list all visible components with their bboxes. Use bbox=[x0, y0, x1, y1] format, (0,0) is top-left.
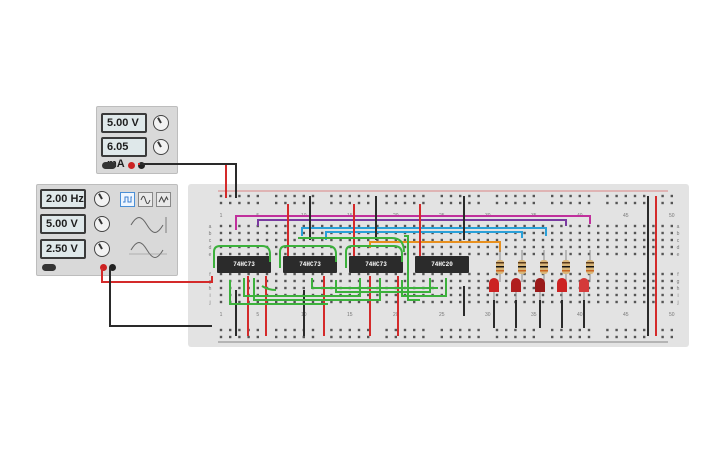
amplitude-knob[interactable] bbox=[94, 216, 110, 232]
leds bbox=[489, 278, 589, 300]
generator-positive-terminal[interactable] bbox=[100, 264, 107, 271]
generator-red-wire bbox=[101, 268, 213, 283]
row-letter-label: j bbox=[208, 300, 210, 306]
triangle-wave-button[interactable] bbox=[156, 192, 171, 207]
frequency-display: 2.00 Hz bbox=[40, 189, 86, 209]
column-number-label: 35 bbox=[531, 312, 537, 318]
row-letter-label: i bbox=[209, 293, 210, 299]
row-letter-label: f bbox=[677, 272, 679, 278]
generator-negative-terminal[interactable] bbox=[109, 264, 116, 271]
chip-74hc73-3[interactable]: 74HC73 bbox=[349, 256, 403, 273]
amplitude-display: 5.00 V bbox=[40, 214, 86, 234]
blue-wire bbox=[301, 227, 547, 236]
row-letter-label: b bbox=[209, 231, 212, 237]
led-4 bbox=[557, 278, 567, 300]
row-letter-label: e bbox=[209, 252, 212, 258]
column-number-label: 5 bbox=[256, 312, 259, 318]
column-number-label: 1 bbox=[220, 213, 223, 219]
red-jumper-wires bbox=[247, 196, 657, 336]
generator-power-switch[interactable] bbox=[42, 264, 56, 271]
row-letter-label: g bbox=[677, 279, 680, 285]
column-number-label: 20 bbox=[393, 312, 399, 318]
offset-display: 2.50 V bbox=[40, 239, 86, 259]
row-letter-label: c bbox=[677, 238, 680, 244]
sine-wave-button[interactable] bbox=[138, 192, 153, 207]
column-number-label: 50 bbox=[669, 312, 675, 318]
row-letter-label: i bbox=[677, 293, 678, 299]
chip-74hc73-1[interactable]: 74HC73 bbox=[217, 256, 271, 273]
green-signal-wires bbox=[213, 235, 447, 305]
sine-wave-icon bbox=[140, 195, 151, 204]
row-letter-label: h bbox=[677, 286, 680, 292]
resistor-4 bbox=[562, 250, 570, 282]
column-number-label: 45 bbox=[623, 312, 629, 318]
resistor-5 bbox=[586, 250, 594, 282]
dc-power-supply[interactable]: 5.00 V 6.05 mA bbox=[96, 106, 178, 174]
column-number-label: 1 bbox=[220, 312, 223, 318]
led-1 bbox=[489, 278, 499, 300]
offset-sine-icon bbox=[129, 242, 167, 258]
column-number-label: 25 bbox=[439, 312, 445, 318]
triangle-wave-icon bbox=[158, 195, 169, 204]
column-number-label: 30 bbox=[485, 312, 491, 318]
negative-terminal[interactable] bbox=[138, 162, 145, 169]
offset-knob[interactable] bbox=[94, 241, 110, 257]
led-2 bbox=[511, 278, 521, 300]
resistor-1 bbox=[496, 250, 504, 282]
chip-74hc20[interactable]: 74HC20 bbox=[415, 256, 469, 273]
row-letter-label: d bbox=[209, 245, 212, 251]
row-letter-label: j bbox=[676, 300, 678, 306]
row-letter-label: a bbox=[677, 224, 680, 230]
black-jumper-wires bbox=[235, 196, 649, 336]
amplitude-sine-icon bbox=[130, 217, 167, 233]
voltage-knob[interactable] bbox=[153, 115, 169, 131]
generator-black-wire bbox=[109, 268, 212, 327]
square-wave-icon bbox=[123, 196, 132, 203]
row-letter-label: c bbox=[209, 238, 212, 244]
column-number-label: 50 bbox=[669, 213, 675, 219]
resistor-2 bbox=[518, 250, 526, 282]
positive-terminal[interactable] bbox=[128, 162, 135, 169]
supply-red-wire bbox=[138, 163, 227, 198]
voltage-display: 5.00 V bbox=[101, 113, 147, 133]
row-letter-label: e bbox=[677, 252, 680, 258]
power-toggle-switch[interactable] bbox=[102, 162, 116, 169]
led-3 bbox=[535, 278, 545, 300]
column-number-label: 45 bbox=[623, 213, 629, 219]
row-letter-label: a bbox=[209, 224, 212, 230]
led-5 bbox=[579, 278, 589, 300]
current-display: 6.05 mA bbox=[101, 137, 147, 170]
current-knob[interactable] bbox=[153, 139, 169, 155]
row-letter-label: h bbox=[209, 286, 212, 292]
square-wave-button[interactable] bbox=[120, 192, 135, 207]
supply-black-wire bbox=[140, 163, 237, 198]
resistor-3 bbox=[540, 250, 548, 282]
chip-74hc73-2[interactable]: 74HC73 bbox=[283, 256, 337, 273]
purple-wire bbox=[257, 219, 567, 226]
frequency-knob[interactable] bbox=[94, 191, 110, 207]
row-letter-label: b bbox=[677, 231, 680, 237]
blue-wire-2 bbox=[325, 231, 523, 240]
magenta-wire bbox=[235, 215, 591, 230]
column-number-label: 15 bbox=[347, 312, 353, 318]
row-letter-label: f bbox=[209, 272, 211, 278]
row-letter-label: d bbox=[677, 245, 680, 251]
function-generator[interactable]: 2.00 Hz 5.00 V 2.50 V bbox=[36, 184, 178, 276]
resistors bbox=[496, 250, 594, 282]
column-number-label: 40 bbox=[577, 312, 583, 318]
